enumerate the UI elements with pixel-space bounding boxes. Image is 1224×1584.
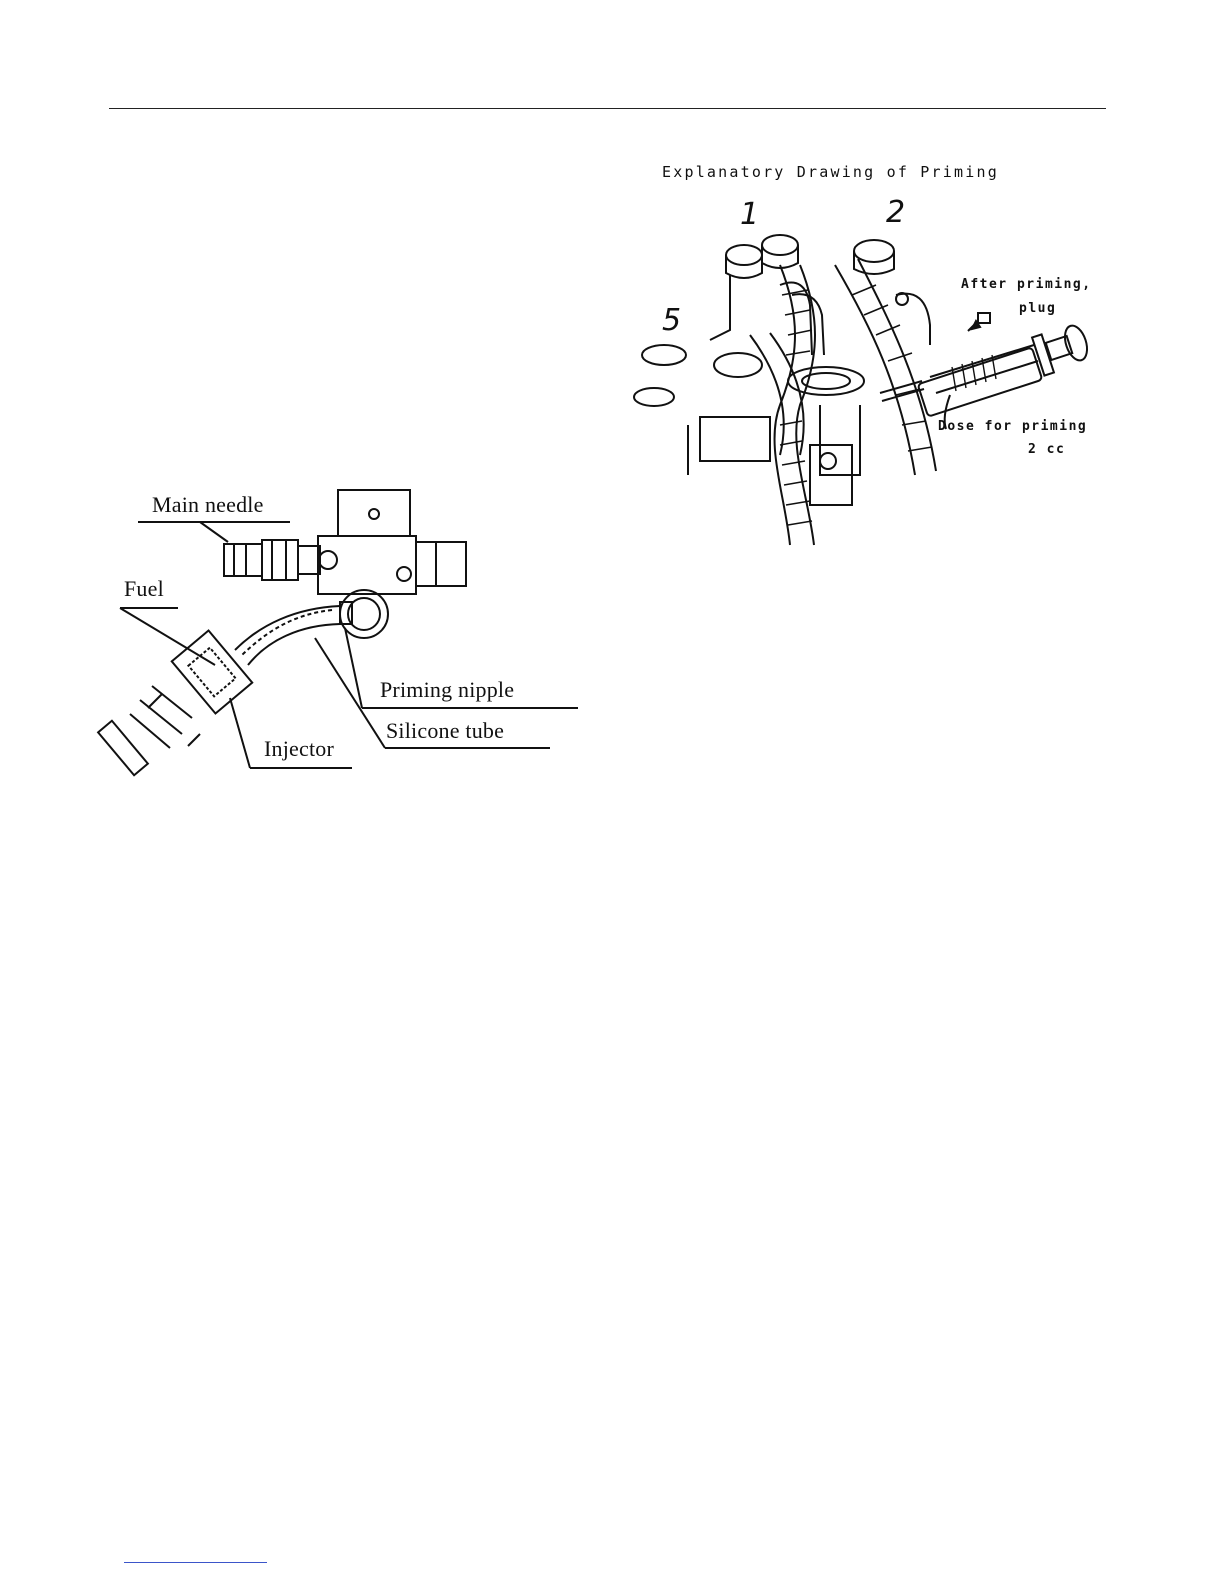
after-priming-label-line2: plug — [1019, 301, 1056, 316]
page-header-rule — [109, 108, 1106, 109]
priming-nipple-diagram: Main needle Fuel Priming nipple Silicone… — [100, 480, 590, 800]
engine-cylinder-drawing — [630, 155, 1110, 555]
dose-label-line2: 2 cc — [1028, 442, 1065, 457]
cylinder-5-label: 5 — [662, 303, 681, 338]
priming-nipple-drawing — [100, 480, 590, 800]
explanatory-priming-drawing: Explanatory Drawing of Priming — [630, 155, 1110, 555]
cylinder-2-label: 2 — [886, 195, 905, 230]
injector-label: Injector — [264, 736, 334, 762]
page-footer-rule — [124, 1562, 267, 1563]
cylinder-1-label: 1 — [740, 197, 759, 232]
silicone-tube-label: Silicone tube — [386, 718, 504, 744]
priming-nipple-label: Priming nipple — [380, 677, 514, 703]
fuel-label: Fuel — [124, 576, 164, 602]
after-priming-label-line1: After priming, — [961, 277, 1092, 292]
main-needle-label: Main needle — [152, 492, 264, 518]
dose-label-line1: Dose for priming — [938, 419, 1087, 434]
